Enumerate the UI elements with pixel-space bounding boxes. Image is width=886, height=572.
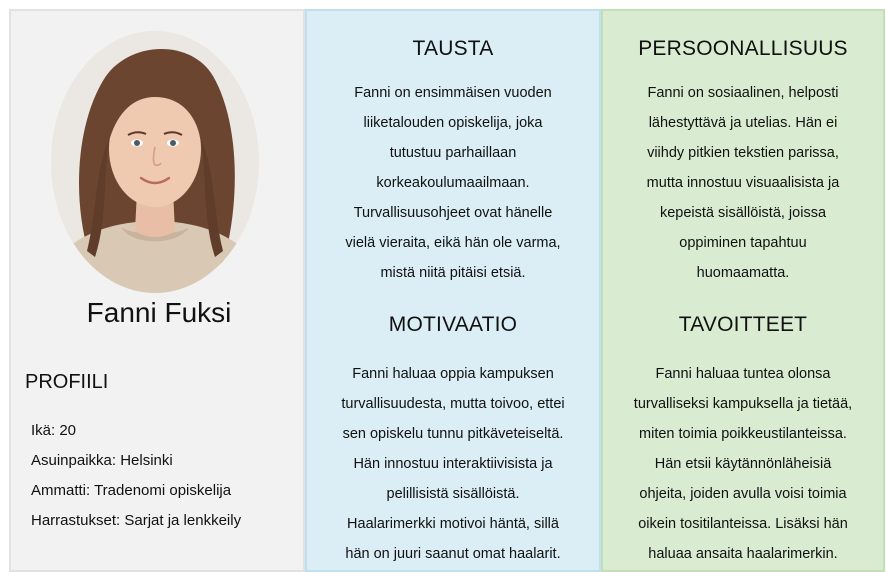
goals-line: turvalliseksi kampuksella ja tietää,	[633, 396, 853, 412]
background-line: vielä vieraita, eikä hän ole varma,	[345, 235, 561, 251]
motivation-line: pelillisistä sisällöistä.	[386, 486, 520, 502]
goals-line: miten toimia poikkeustilanteissa.	[639, 426, 847, 442]
personality-line: oppiminen tapahtuu	[679, 235, 807, 251]
personality-line: Fanni on sosiaalinen, helposti	[647, 85, 839, 101]
goals-line: Fanni haluaa tuntea olonsa	[655, 366, 831, 382]
personality-line: lähestyttävä ja utelias. Hän ei	[648, 115, 838, 131]
background-title: TAUSTA	[412, 37, 494, 60]
personality-title: PERSOONALLISUUS	[638, 37, 848, 60]
background-motivation-panel: TAUSTA Fanni on ensimmäisen vuoden liike…	[305, 9, 601, 572]
motivation-line: Hän innostuu interaktiivisista ja	[353, 456, 553, 472]
profile-occupation: Ammatti: Tradenomi opiskelija	[31, 482, 232, 499]
motivation-line: hän on juuri saanut omat haalarit.	[345, 546, 561, 562]
background-line: Fanni on ensimmäisen vuoden	[354, 85, 552, 101]
goals-line: haluaa ansaita haalarimerkin.	[648, 546, 838, 562]
profile-hobbies: Harrastukset: Sarjat ja lenkkeily	[31, 512, 242, 529]
goals-line: Hän etsii käytännönläheisiä	[654, 456, 832, 472]
motivation-line: Fanni haluaa oppia kampuksen	[352, 366, 554, 382]
goals-line: ohjeita, joiden avulla voisi toimia	[639, 486, 847, 502]
profile-panel: Fanni Fuksi PROFIILI Ikä: 20 Asuinpaikka…	[9, 9, 305, 572]
motivation-line: sen opiskelu tunnu pitkäveteiseltä.	[342, 426, 564, 442]
profile-heading: PROFIILI	[25, 371, 109, 393]
goals-text: Fanni haluaa tuntea olonsa turvalliseksi…	[613, 359, 873, 569]
motivation-title: MOTIVAATIO	[388, 313, 518, 336]
background-line: mistä niitä pitäisi etsiä.	[380, 265, 526, 281]
person-portrait-photo	[51, 31, 259, 293]
background-line: Turvallisuusohjeet ovat hänelle	[353, 205, 553, 221]
profile-residence: Asuinpaikka: Helsinki	[31, 452, 173, 469]
background-text: Fanni on ensimmäisen vuoden liiketaloude…	[317, 78, 589, 288]
motivation-text: Fanni haluaa oppia kampuksen turvallisuu…	[317, 359, 589, 569]
personality-line: viihdy pitkien tekstien parissa,	[647, 145, 839, 161]
motivation-line: turvallisuudesta, mutta toivoo, ettei	[341, 396, 565, 412]
personality-line: huomaamatta.	[696, 265, 790, 281]
profile-age: Ikä: 20	[31, 422, 77, 439]
goals-title: TAVOITTEET	[678, 313, 808, 336]
personality-line: mutta innostuu visuaalisista ja	[646, 175, 840, 191]
motivation-line: Haalarimerkki motivoi häntä, sillä	[347, 516, 559, 532]
personality-goals-panel: PERSOONALLISUUS Fanni on sosiaalinen, he…	[601, 9, 885, 572]
background-line: liiketalouden opiskelija, joka	[363, 115, 543, 131]
personality-line: kepeistä sisällöistä, joissa	[659, 205, 827, 221]
background-line: tutustuu parhaillaan	[389, 145, 517, 161]
profile-details-list: Ikä: 20 Asuinpaikka: Helsinki Ammatti: T…	[31, 416, 241, 536]
background-line: korkeakoulumaailmaan.	[376, 175, 530, 191]
personality-text: Fanni on sosiaalinen, helposti lähestytt…	[613, 78, 873, 288]
person-name: Fanni Fuksi	[86, 297, 232, 328]
goals-line: oikein tositilanteissa. Lisäksi hän	[638, 516, 848, 532]
